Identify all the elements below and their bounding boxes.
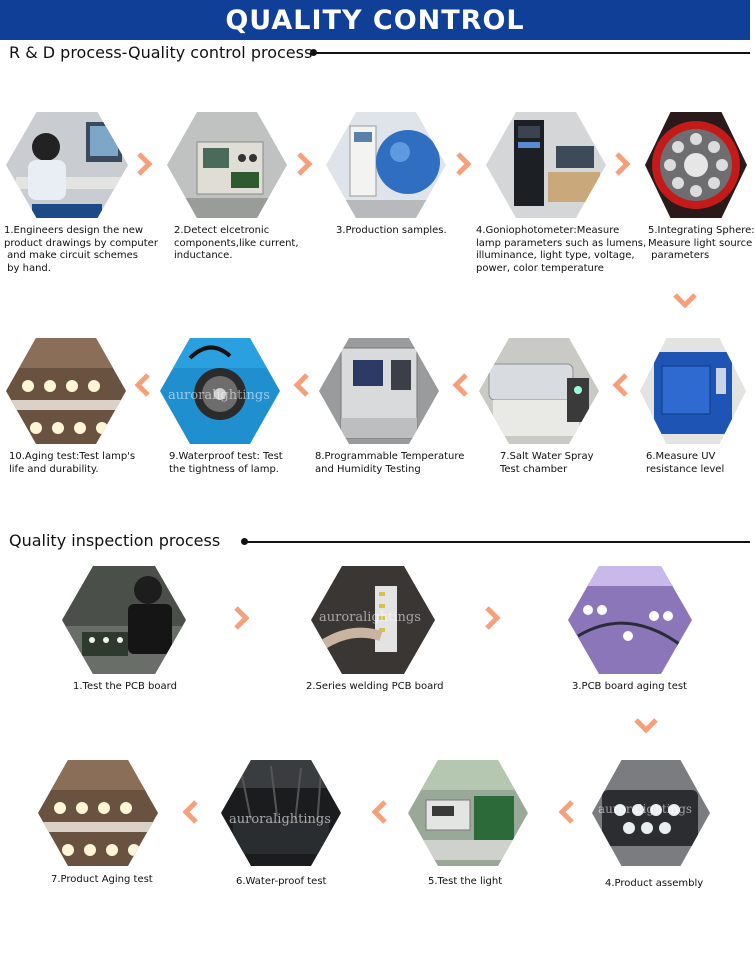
qi-heading-rule [247, 541, 750, 543]
arrow-left-icon [552, 799, 578, 825]
arrow-right-icon [481, 605, 507, 631]
waterproof-test-photo-icon: auroralightings [160, 338, 280, 444]
watermark-text: auroralightings [168, 388, 270, 403]
qi-step-4-caption: 4.Product assembly [605, 878, 704, 889]
product-aging-photo-icon [38, 760, 158, 866]
arrow-right-icon [230, 605, 256, 631]
rd-heading-rule [316, 52, 750, 54]
rd-step-7-caption: 7.Salt Water Spray Test chamber [500, 451, 594, 475]
qi-heading-dot [241, 538, 248, 545]
arrow-right-icon [452, 151, 478, 177]
light-test-photo-icon [408, 760, 528, 866]
pcb-welding-photo-icon: auroralightings [311, 566, 435, 674]
rd-step-2-caption: 2.Detect elcetronic components,like curr… [174, 225, 299, 261]
pcb-test-photo-icon [62, 566, 186, 674]
arrow-left-icon [446, 372, 472, 398]
integrating-sphere-photo-icon [645, 112, 747, 218]
product-assembly-photo-icon: auroralightings [592, 760, 710, 866]
arrow-right-icon [611, 151, 637, 177]
oscilloscope-photo-icon [167, 112, 287, 218]
humidity-chamber-photo-icon [319, 338, 439, 444]
rd-step-10-caption: 10.Aging test:Test lamp's life and durab… [9, 451, 136, 475]
rd-step-5-caption: 5.Integrating Sphere: Measure light sour… [648, 225, 755, 261]
rd-section-heading: R & D process-Quality control process [9, 43, 313, 62]
rd-step-3-caption: 3.Production samples. [336, 225, 447, 236]
arrow-down-icon [633, 713, 659, 739]
rd-step-6-caption: 6.Measure UV resistance level [646, 451, 725, 475]
rd-heading-dot [310, 49, 317, 56]
watermark-text: auroralightings [598, 802, 693, 816]
qi-step-5-caption: 5.Test the light [428, 876, 503, 887]
qi-section-heading: Quality inspection process [9, 531, 221, 550]
arrow-right-icon [133, 151, 159, 177]
rd-step-1-caption: 1.Engineers design the new product drawi… [4, 225, 158, 274]
arrow-right-icon [293, 151, 319, 177]
watermark-text: auroralightings [319, 610, 421, 625]
salt-spray-chamber-photo-icon [479, 338, 599, 444]
arrow-left-icon [128, 372, 154, 398]
waterproof-tank-photo-icon: auroralightings [221, 760, 341, 866]
uv-chamber-photo-icon [640, 338, 746, 444]
arrow-left-icon [287, 372, 313, 398]
qi-step-3-caption: 3.PCB board aging test [572, 681, 687, 692]
arrow-down-icon [672, 288, 698, 314]
arrow-left-icon [176, 799, 202, 825]
watermark-text: auroralightings [229, 812, 331, 827]
pcb-aging-photo-icon [568, 566, 692, 674]
engineer-computer-photo-icon [6, 112, 128, 218]
production-samples-photo-icon [326, 112, 446, 218]
rd-step-8-caption: 8.Programmable Temperature and Humidity … [315, 451, 465, 475]
qi-step-7-caption: 7.Product Aging test [51, 874, 153, 885]
qi-step-1-caption: 1.Test the PCB board [73, 681, 177, 692]
rd-step-4-caption: 4.Goniophotometer:Measure lamp parameter… [476, 225, 647, 274]
page-title: QUALITY CONTROL [225, 4, 525, 36]
rd-step-9-caption: 9.Waterproof test: Test the tightness of… [169, 451, 283, 475]
arrow-left-icon [606, 372, 632, 398]
header-banner: QUALITY CONTROL [0, 0, 750, 40]
qi-step-2-caption: 2.Series welding PCB board [306, 681, 444, 692]
goniophotometer-photo-icon [486, 112, 606, 218]
qi-step-6-caption: 6.Water-proof test [236, 876, 327, 887]
arrow-left-icon [365, 799, 391, 825]
aging-test-photo-icon [6, 338, 126, 444]
